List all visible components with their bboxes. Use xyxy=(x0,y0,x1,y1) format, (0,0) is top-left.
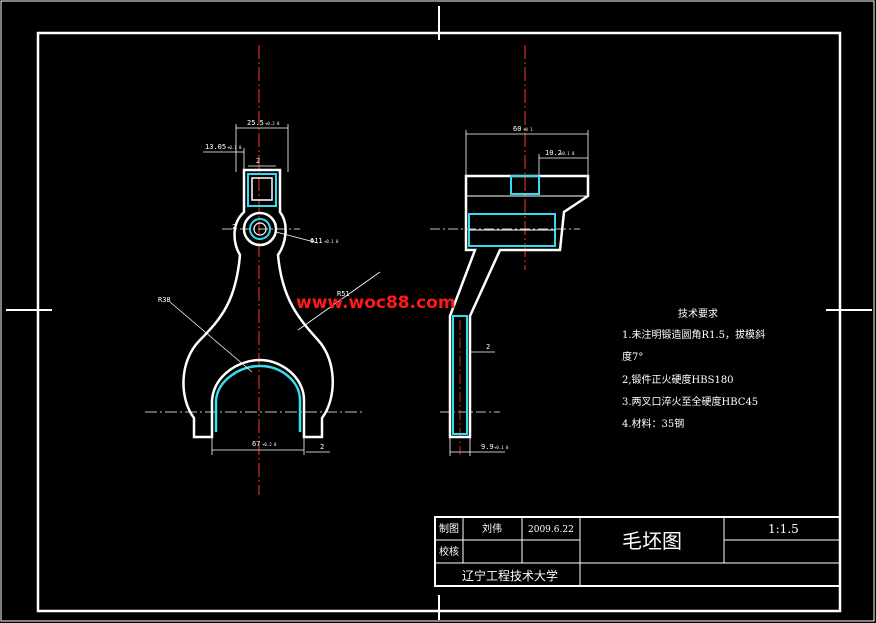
side-view: 60 +0 1 10.2 +0.1 0 2 9.9 +0.1 0 xyxy=(430,45,590,456)
requirement-2: 2,锻件正火硬度HBS180 xyxy=(622,373,734,386)
title-drawer: 刘伟 xyxy=(482,522,502,535)
dim-slot-width: 2 xyxy=(256,157,260,165)
dim-bore-dia: Φ11 xyxy=(310,237,323,245)
requirements-title: 技术要求 xyxy=(678,307,718,320)
dim-front-top-width: 25.5 xyxy=(247,119,264,127)
dim-front-top-width-tol: +0.2 0 xyxy=(265,121,280,126)
side-top-slot xyxy=(510,175,540,195)
side-leg xyxy=(452,315,468,435)
top-slot xyxy=(247,173,277,207)
dim-radius-r51: R51 xyxy=(337,290,350,298)
dim-radius-r38: R38 xyxy=(158,296,171,304)
dim-side-bottom-tol: +0.1 0 xyxy=(494,445,509,450)
title-draw-label: 制图 xyxy=(439,522,459,535)
dim-front-left-offset-tol: +0.1 0 xyxy=(227,145,242,150)
dim-side-top-width: 60 xyxy=(513,125,521,133)
watermark-text: www.woc88.com xyxy=(296,293,456,313)
dim-side-top-tol: +0 1 xyxy=(523,127,533,132)
title-scale: 1:1.5 xyxy=(768,522,799,536)
fork-inner-arc xyxy=(214,364,302,432)
centering-marks xyxy=(6,6,872,620)
dim-fork-opening-tol: +0.2 0 xyxy=(262,442,277,447)
technical-requirements: 技术要求 1.未注明锻造圆角R1.5，拔模斜 度7° 2,锻件正火硬度HBS18… xyxy=(622,307,765,430)
dim-side-bottom: 9.9 xyxy=(481,443,494,451)
title-drawing-name: 毛坯图 xyxy=(622,529,682,553)
dim-chamfer-left: 2 xyxy=(232,223,236,231)
dim-side-slot-tol: +0.1 0 xyxy=(560,151,575,156)
title-check-label: 校核 xyxy=(439,545,459,558)
title-school: 辽宁工程技术大学 xyxy=(462,568,558,583)
dim-side-slot: 10.2 xyxy=(545,149,562,157)
dim-front-left-offset: 13.05 xyxy=(205,143,226,151)
dim-bore-tol: +0.1 0 xyxy=(324,239,339,244)
requirement-4: 4.材料：35钢 xyxy=(622,417,684,430)
requirement-1b: 度7° xyxy=(622,350,643,363)
dim-fork-opening: 67 xyxy=(252,440,260,448)
dim-side-thick: 2 xyxy=(486,343,490,351)
front-view: 25.5 +0.2 0 13.05 +0.1 0 2 2 Φ11 +0.1 0 … xyxy=(145,45,381,495)
dim-tip: 2 xyxy=(320,443,324,451)
bore-outer xyxy=(242,211,278,247)
title-date: 2009.6.22 xyxy=(528,525,574,535)
title-block xyxy=(434,516,841,587)
side-outline xyxy=(448,174,590,439)
requirement-3: 3.两叉口淬火至全硬度HBC45 xyxy=(622,395,758,408)
bore-inner xyxy=(249,218,271,240)
fork-outline xyxy=(182,168,334,439)
requirement-1a: 1.未注明锻造圆角R1.5，拔模斜 xyxy=(622,328,765,341)
